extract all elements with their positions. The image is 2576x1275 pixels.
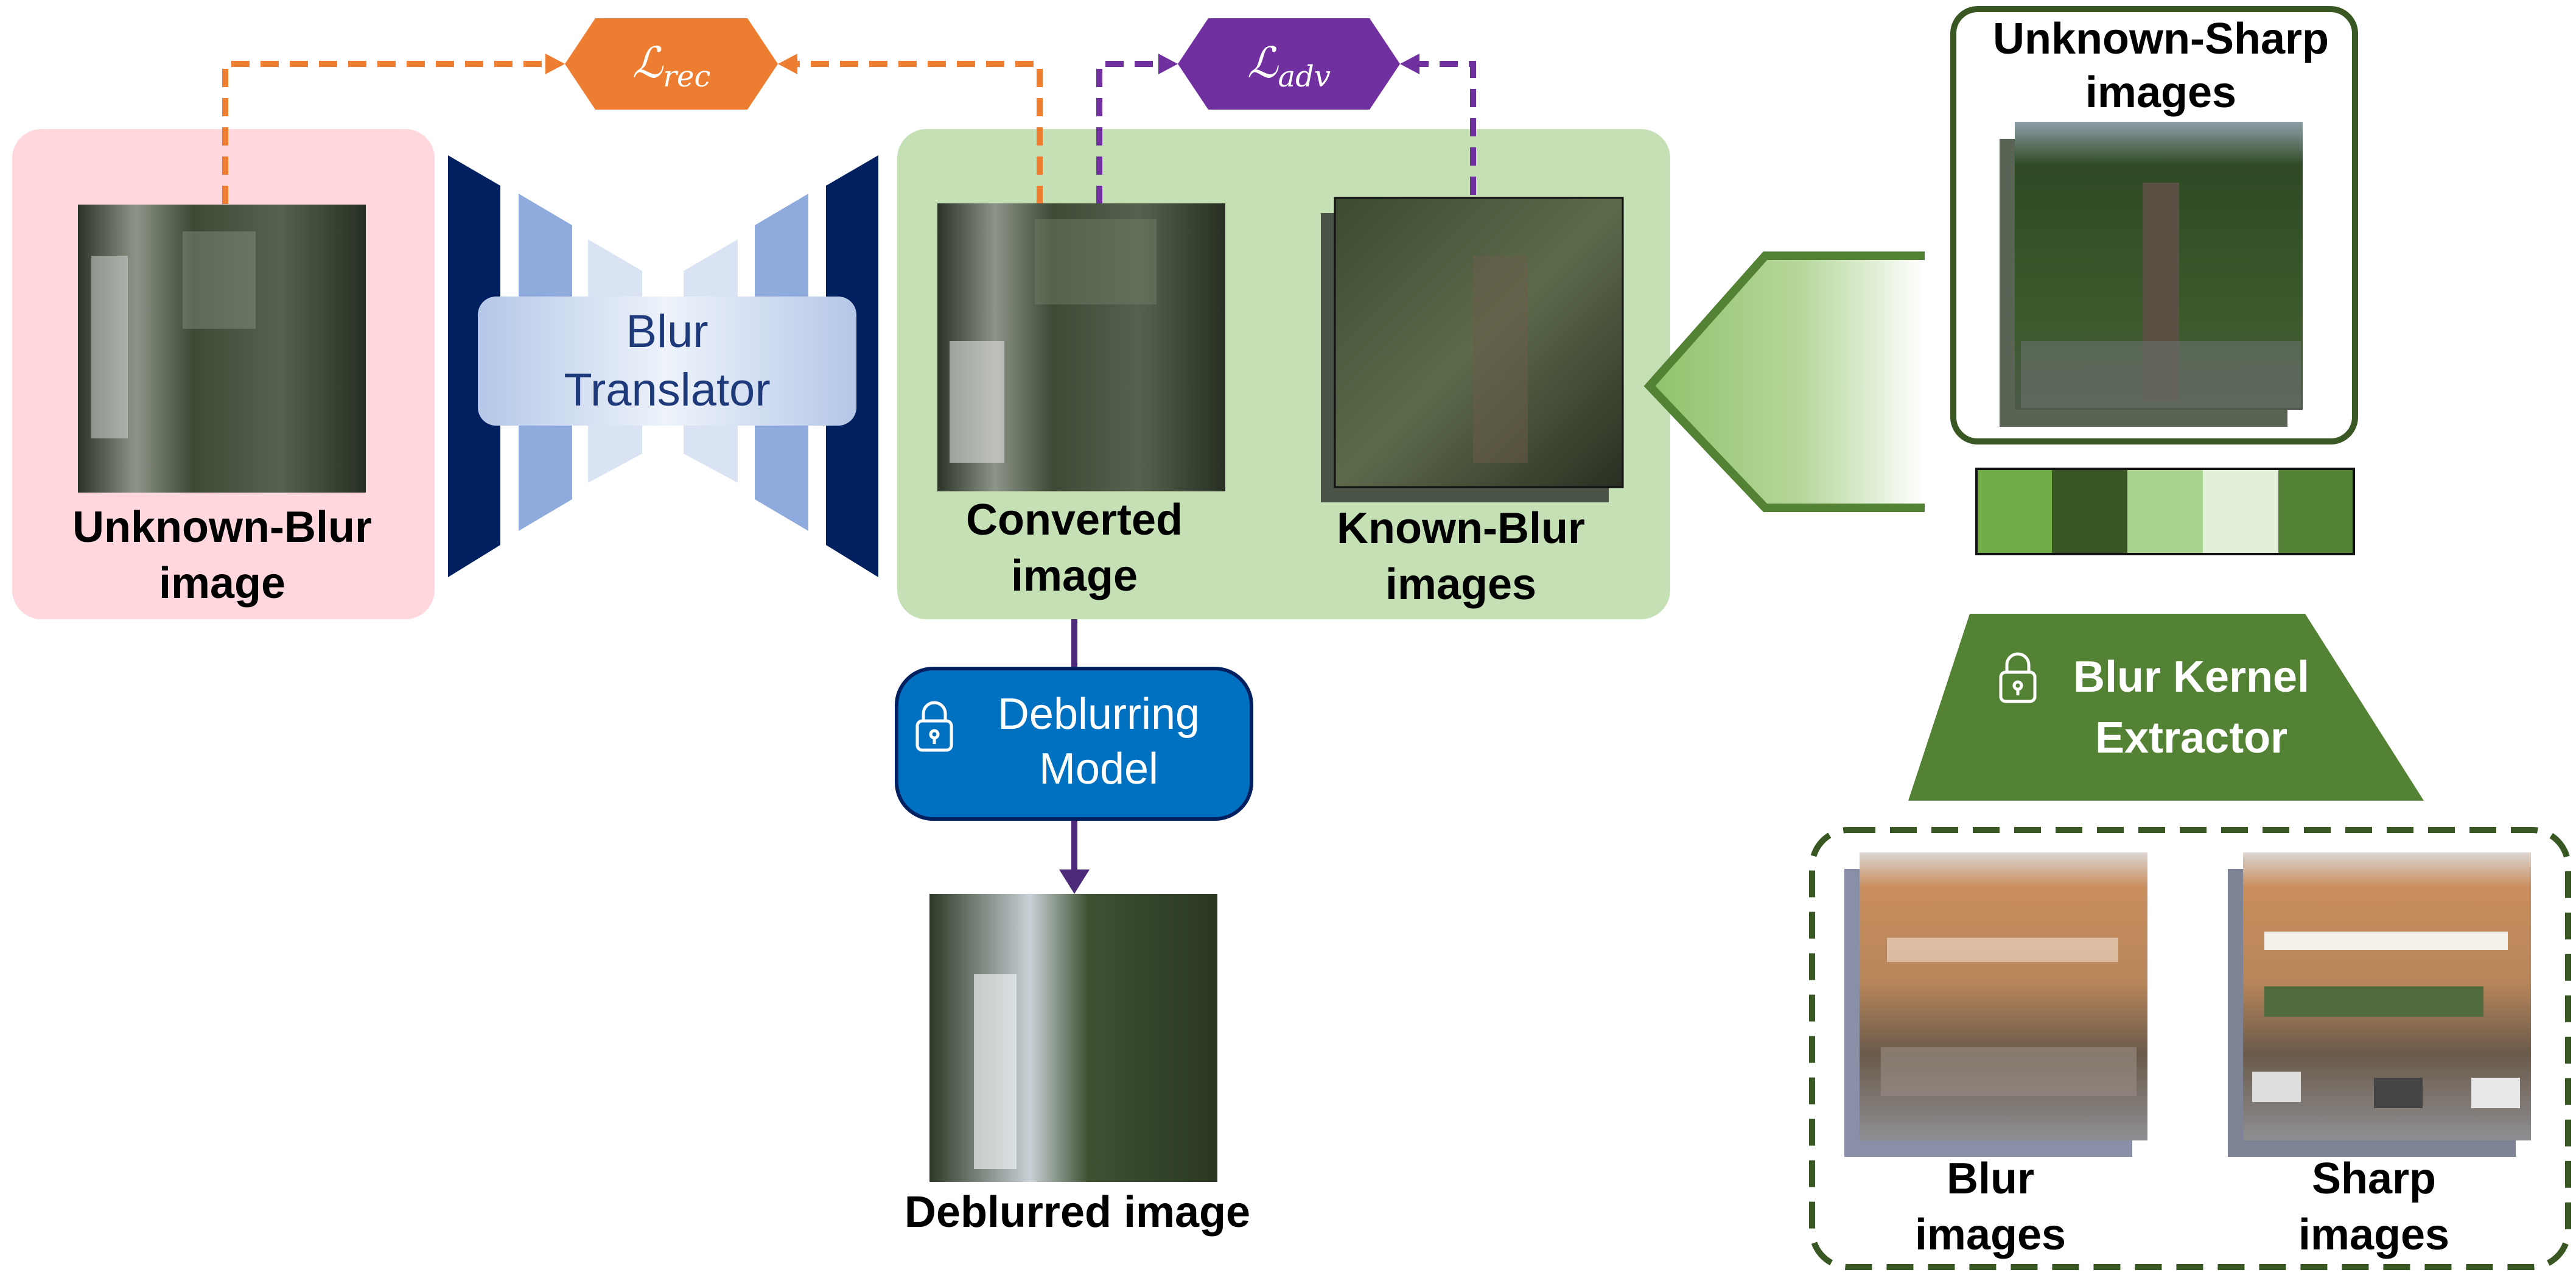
kernel-injection-arrow — [1650, 256, 1925, 508]
deblur-output-arrowhead — [1059, 869, 1090, 894]
rec-loss-subscript: rec — [663, 60, 711, 94]
unknown-sharp-label: Unknown-Sharp images — [1966, 12, 2356, 119]
adv-loss-label: ℒadv — [1208, 29, 1370, 96]
kernel-swatch — [1976, 469, 2052, 554]
kernel-extractor-shape — [1908, 614, 2424, 801]
adv-loss-arrows — [1096, 61, 1476, 204]
sharp-images-line2: images — [2298, 1210, 2450, 1259]
deblurring-model-label: Deblurring Model — [956, 687, 1242, 809]
kernel-extractor-line2: Extractor — [2095, 714, 2288, 762]
converted-line2: image — [1010, 552, 1138, 600]
rec-loss-symbol: ℒ — [632, 38, 663, 88]
adv-loss-symbol: ℒ — [1247, 38, 1278, 88]
kernel-extractor-line1: Blur Kernel — [2073, 653, 2310, 701]
rec-loss-badge — [565, 18, 778, 110]
training-data-panel — [1809, 827, 2571, 1270]
lock-icon — [915, 701, 953, 752]
deblurring-model-line2: Model — [1038, 745, 1159, 793]
kernel-swatch — [2127, 469, 2203, 554]
known-blur-line2: images — [1385, 560, 1537, 609]
blur-translator-label: Blur Translator — [478, 297, 856, 426]
rec-loss-label: ℒrec — [595, 29, 747, 96]
rec-loss-arrows — [222, 61, 1043, 204]
rec-arrowhead-left — [545, 54, 565, 74]
deblurred-image — [929, 894, 1217, 1182]
deblurring-model-line1: Deblurring — [997, 690, 1200, 739]
kernel-swatch — [2203, 469, 2278, 554]
blur-image — [1860, 852, 2147, 1140]
kernel-swatch — [2278, 469, 2354, 554]
blur-images-line2: images — [1914, 1210, 2067, 1259]
unknown-blur-label: Unknown-Blur image — [37, 499, 408, 611]
kernel-swatch — [2052, 469, 2127, 554]
sharp-images-label: Sharp images — [2252, 1151, 2496, 1263]
adv-loss-subscript: adv — [1278, 60, 1331, 94]
kernel-extractor-label: Blur Kernel Extractor — [2039, 647, 2343, 768]
unknown-blur-line1: Unknown-Blur — [72, 503, 372, 552]
encoder-bar-1 — [448, 155, 500, 577]
unknown-blur-line2: image — [158, 559, 286, 608]
unknown-sharp-line2: images — [2085, 68, 2237, 117]
lock-icon — [1999, 652, 2037, 703]
known-blur-label: Known-Blur images — [1297, 501, 1625, 613]
kernel-swatch-bar — [1975, 468, 2355, 555]
blur-translator-line2: Translator — [564, 364, 771, 416]
unknown-sharp-line1: Unknown-Sharp — [1993, 15, 2329, 63]
blur-translator-line1: Blur — [626, 306, 709, 357]
adv-arrowhead-left — [1158, 54, 1178, 74]
sharp-images-line1: Sharp — [2311, 1154, 2437, 1203]
deblurred-label: Deblurred image — [904, 1188, 1251, 1237]
adv-arrowhead-right — [1400, 54, 1419, 74]
known-blur-line1: Known-Blur — [1337, 504, 1585, 553]
deblurring-model-box — [895, 667, 1253, 821]
converted-line1: Converted — [965, 496, 1183, 544]
rec-arrowhead-right — [778, 54, 797, 74]
blur-images-line1: Blur — [1947, 1154, 2034, 1203]
converted-label: Converted image — [913, 492, 1236, 604]
adv-loss-badge — [1178, 18, 1400, 110]
blur-translator-box — [478, 297, 856, 426]
blur-images-label: Blur images — [1869, 1151, 2112, 1263]
